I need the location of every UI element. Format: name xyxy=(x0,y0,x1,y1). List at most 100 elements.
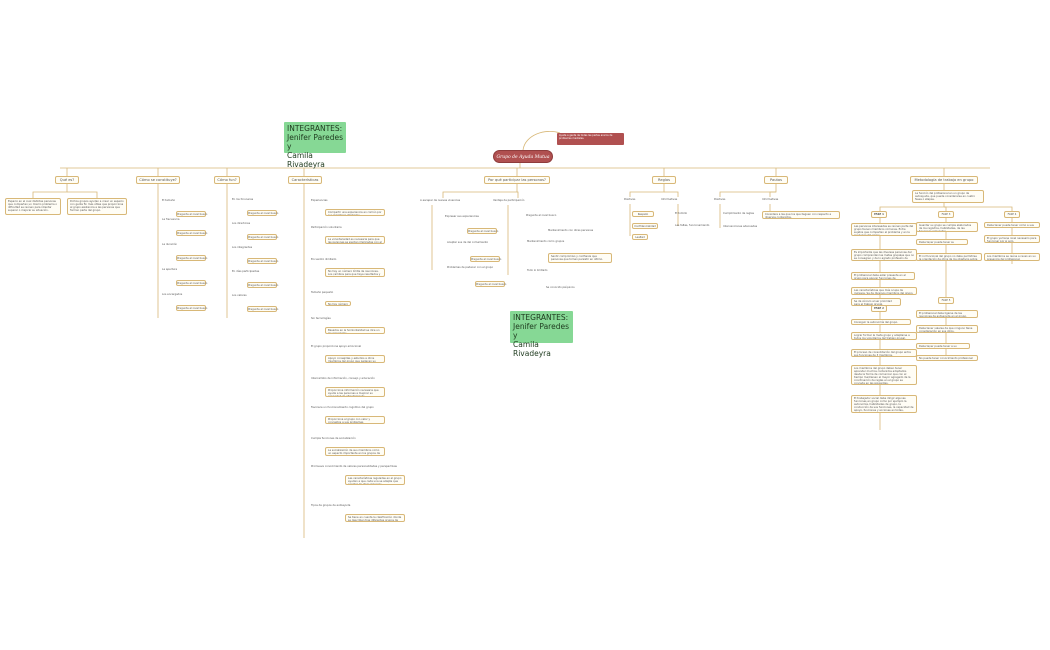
pautas-item-2[interactable]: Intervenciones adecuadas xyxy=(723,225,758,228)
caracteristica-detail[interactable]: Se tiene en cuenta la clasificación dond… xyxy=(345,514,405,522)
reglas-item-confidencialidad[interactable]: Confidencialidad xyxy=(632,223,658,229)
fase-4-item[interactable]: Debe tener puede tener como a sus apoyos… xyxy=(984,222,1040,228)
caracteristica-detail[interactable]: Proporciona información necesaria que ay… xyxy=(325,387,385,397)
caracteristica-title[interactable]: Cumple funciones de socialización xyxy=(311,437,356,440)
fase-2-item[interactable]: El trabajador social debe dirigir alguna… xyxy=(851,395,917,413)
constituye-item[interactable]: La duración xyxy=(162,243,178,246)
reglas-item-lealtad[interactable]: Lealtad xyxy=(632,234,648,240)
reglas-item-tomillo[interactable]: El tomillo xyxy=(675,212,688,215)
caracteristica-title[interactable]: Encuentro ilimitado xyxy=(311,258,337,261)
caracteristica-title[interactable]: Tipos de grupos de autoayuda xyxy=(311,504,351,507)
fase-3-item[interactable]: El rol funcional del grupo no debe permi… xyxy=(916,253,982,261)
caracteristica-detail[interactable]: La socialización de sus miembros como un… xyxy=(325,447,385,456)
reglas-item-faltas[interactable]: Las faltas, funcionamiento xyxy=(675,224,710,227)
fun-item[interactable]: En los foruneras xyxy=(232,198,254,201)
caracteristica-detail[interactable]: No hay número 8 a más de 12 xyxy=(325,301,351,306)
fase-1-item[interactable]: Las personas interesadas se reúnen parte… xyxy=(851,223,917,236)
fun-sub[interactable]: Pregunte al nivel busco xyxy=(247,282,279,288)
fase-1-item[interactable]: Se da vínculo al ser prioridad para el t… xyxy=(851,298,901,306)
que-es-detail[interactable]: Dichos grupos ayudan a crear un espacio … xyxy=(67,198,127,215)
fase-3-item[interactable]: Guardar su grupo se cumple elaborados de… xyxy=(916,222,978,232)
constituye-item[interactable]: La frecuencia xyxy=(162,218,180,221)
por-que-b-sub-3[interactable]: Se conocido psíquicos xyxy=(546,286,575,289)
central-note[interactable]: Ayuda a gente de todas las partes acerca… xyxy=(557,133,624,145)
constituye-item[interactable]: La apertura xyxy=(162,268,178,271)
fase-1-item[interactable]: Las características que más ocupa de ing… xyxy=(851,287,917,295)
fase-2-item[interactable]: El proceso de consolidación del grupo en… xyxy=(851,349,917,357)
fase-1-item[interactable]: Es importante que las diversas personas … xyxy=(851,249,917,261)
por-que-a-title[interactable]: A escapar de nuevas vivencias xyxy=(420,199,461,202)
caracteristica-title[interactable]: Promueve conocimiento de valores persona… xyxy=(311,465,397,468)
caracteristica-detail[interactable]: Las características reguladas en el grup… xyxy=(345,475,405,485)
topic-caracteristicas[interactable]: Características xyxy=(288,176,322,184)
por-que-b-item-2[interactable]: Mantenimiento como grupos xyxy=(527,240,565,243)
pautas-col2-title[interactable]: Informativas xyxy=(762,198,779,201)
fun-item[interactable]: Los directores xyxy=(232,222,251,225)
topic-por-que[interactable]: Por qué participar las personas? xyxy=(484,176,550,184)
constituye-sub[interactable]: Pregunte al nivel busco xyxy=(176,211,208,217)
reglas-col2-title[interactable]: Informativas xyxy=(661,198,678,201)
por-que-a-sub-3[interactable]: Pregunte al nivel busco xyxy=(475,281,507,287)
metodologia-intro[interactable]: La función del profesional en un grupo d… xyxy=(912,190,984,203)
constituye-sub[interactable]: Pregunte al nivel busco xyxy=(176,230,208,236)
por-que-b-item-1[interactable]: Pregunte al nivel busco xyxy=(526,214,557,217)
caracteristica-title[interactable]: El grupo proporciona apoyo emocional xyxy=(311,345,362,348)
por-que-b-sub-1[interactable]: Mantenimiento con otras personas xyxy=(548,229,594,232)
caracteristica-detail[interactable]: Proporciona al grupo con valor y concept… xyxy=(325,416,385,424)
por-que-a-item-3[interactable]: Problemas de padecer con el grupo xyxy=(447,266,494,269)
fun-sub[interactable]: Pregunte al nivel busco xyxy=(247,258,279,264)
por-que-b-title[interactable]: Ventaja de participación xyxy=(493,199,525,202)
fase-2-label[interactable]: FASE 3 xyxy=(938,211,954,218)
fase-2-item[interactable]: Consiguir la autonomía del grupo. xyxy=(851,319,911,325)
constituye-item[interactable]: El tamaño xyxy=(162,199,176,202)
caracteristica-detail[interactable]: No hay un número límite de reuniones. Lo… xyxy=(325,268,385,277)
caracteristica-detail[interactable]: La voluntariedad es necesaria para que l… xyxy=(325,236,385,244)
fun-sub[interactable]: Pregunte al nivel busco xyxy=(247,210,279,216)
fun-sub[interactable]: Pregunte al nivel busco xyxy=(247,234,279,240)
fase-5-item[interactable]: Debe tener puede tener a su evolución. xyxy=(916,343,970,349)
caracteristica-detail[interactable]: Compartir una experiencia en común por s… xyxy=(325,209,385,216)
pautas-col1-title[interactable]: Positivas xyxy=(714,198,726,201)
reglas-item-respeto[interactable]: Respeto xyxy=(632,211,654,217)
fase-1-item[interactable]: El profesional debe estar presente en el… xyxy=(851,272,915,280)
fase-2-item[interactable]: Lograr formar la meta grupo y adaptarse … xyxy=(851,332,917,340)
topic-reglas[interactable]: Reglas xyxy=(652,176,676,184)
caracteristica-title[interactable]: Participación voluntaria xyxy=(311,226,342,229)
fase-4-item[interactable]: Los miembros se reúne a reuso en su pres… xyxy=(984,253,1040,261)
fase-5-item[interactable]: El profesional debe ligarse de las reuni… xyxy=(916,310,978,318)
fun-item[interactable]: En días participantes xyxy=(232,270,260,273)
fase-3-label[interactable]: FASE 4 xyxy=(1004,211,1020,218)
caracteristica-title[interactable]: Intercambio de información, consejo y ed… xyxy=(311,377,375,380)
por-que-a-sub-1[interactable]: Pregunte al nivel busco xyxy=(467,228,499,234)
constituye-sub[interactable]: Pregunte al nivel busco xyxy=(176,255,208,261)
topic-como-fun[interactable]: Cómo fun? xyxy=(214,176,240,184)
reglas-col1-title[interactable]: Positivas xyxy=(624,198,636,201)
integrantes-box-top[interactable]: INTEGRANTES: Jenifer Paredes y Camila Ri… xyxy=(284,122,346,169)
por-que-b-item-3[interactable]: Todo lo limitado xyxy=(527,269,548,272)
topic-pautas[interactable]: Pautas xyxy=(764,176,788,184)
que-es-definition[interactable]: Espacio en el cual distintas personas qu… xyxy=(5,198,61,215)
por-que-a-sub-2[interactable]: Pregunte al nivel busco xyxy=(470,256,502,262)
pautas-item-1[interactable]: Cumplimiento de reglas xyxy=(723,212,754,215)
fase-1b-label[interactable]: FASE 2 xyxy=(871,305,887,312)
fase-4-item[interactable]: El grupo ya tiene nivel necesario para f… xyxy=(984,235,1040,243)
fase-3-item[interactable]: Debe tener puede tener su evolución. xyxy=(916,239,968,245)
caracteristica-title[interactable]: Tamaño pequeño xyxy=(311,291,334,294)
fase-1-label[interactable]: FASE 1 xyxy=(871,211,887,218)
fase-5-label[interactable]: FASE 5 xyxy=(938,297,954,304)
fase-2-item[interactable]: Los miembros del grupo deben tener apren… xyxy=(851,365,917,385)
constituye-sub[interactable]: Pregunte al nivel busco xyxy=(176,305,208,311)
fun-item[interactable]: Los valores xyxy=(232,294,247,297)
constituye-item[interactable]: Los encargados xyxy=(162,293,183,296)
fun-item[interactable]: Los integrantes xyxy=(232,246,253,249)
topic-que-es[interactable]: Qué es? xyxy=(55,176,79,184)
topic-como-constituye[interactable]: Cómo se constituye? xyxy=(136,176,180,184)
fase-5-item[interactable]: Debe tener valerse de que ninguno tiene … xyxy=(916,325,978,333)
pautas-col2-text[interactable]: Considere a las que los que lleguen con … xyxy=(762,211,840,219)
caracteristica-detail[interactable]: Basados en la horizontalidad se dice un … xyxy=(325,327,385,334)
fase-5-item[interactable]: No puede tener conocimiento profesional … xyxy=(916,355,978,361)
caracteristica-detail[interactable]: Apoyo consejillas y estudios a otros mie… xyxy=(325,355,385,363)
caracteristica-title[interactable]: Experiencias xyxy=(311,199,328,202)
por-que-a-item-2[interactable]: Aceptar sus de del comamiento xyxy=(447,241,489,244)
fun-sub[interactable]: Pregunte al nivel busco xyxy=(247,306,279,312)
